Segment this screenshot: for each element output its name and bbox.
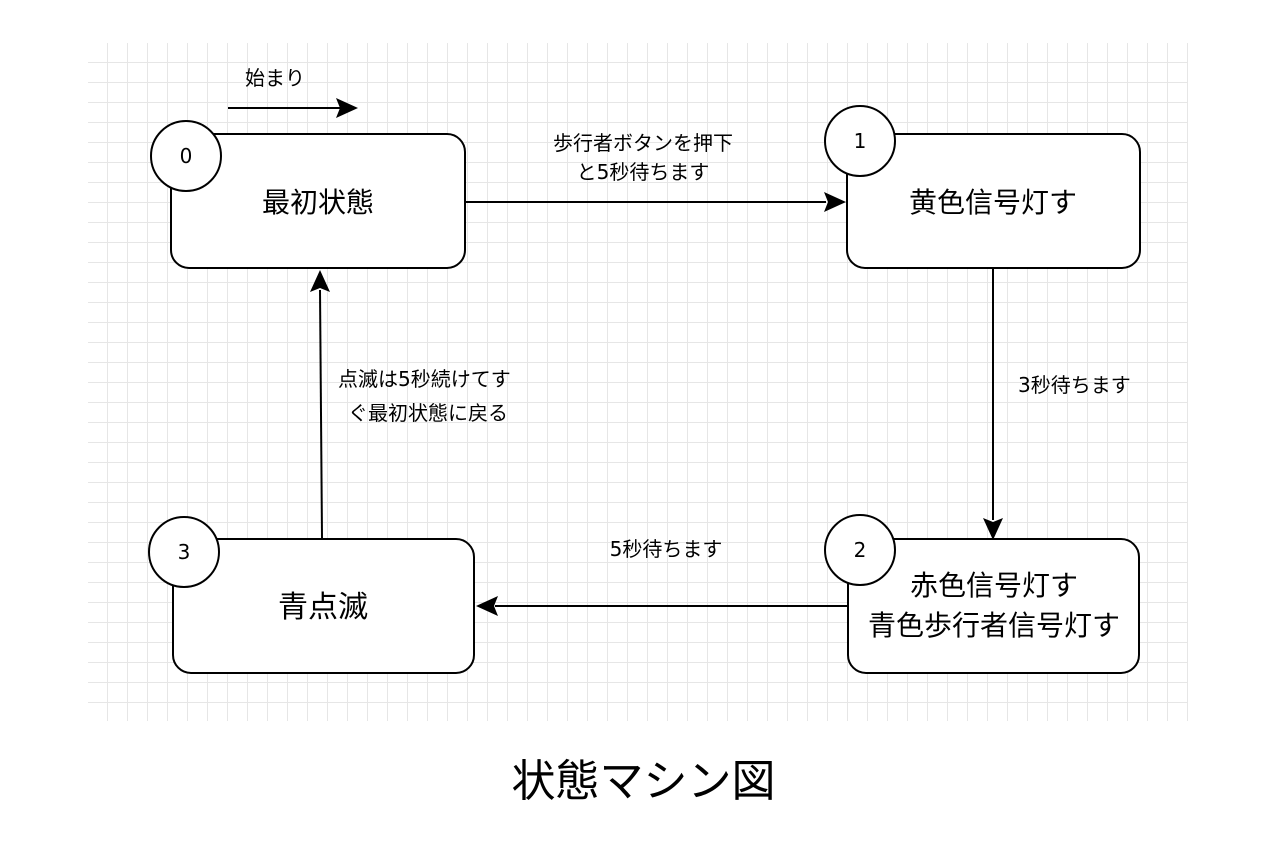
edge-3-to-0-label-line-1: 点滅は5秒続けてす	[338, 367, 511, 391]
state-3-label: 青点滅	[278, 590, 368, 625]
edge-1-to-2-arrowhead	[983, 518, 1003, 540]
state-3-box	[172, 538, 475, 674]
edge-2-to-3-label: 5秒待ちます	[610, 537, 723, 561]
state-0-badge	[150, 120, 222, 192]
edge-2-to-3-arrowhead	[476, 596, 498, 616]
edge-3-to-0	[319, 289, 323, 539]
state-1-badge	[824, 105, 896, 177]
state-node-0: 最初状態 0	[150, 120, 466, 269]
start-label: 始まり	[245, 66, 305, 90]
state-2-label-line-1: 赤色信号灯す	[910, 569, 1078, 602]
state-node-1: 黄色信号灯す 1	[824, 105, 1141, 269]
state-0-badge-number: 0	[180, 144, 193, 168]
state-1-badge-number: 1	[854, 129, 867, 153]
state-node-2: 赤色信号灯す 青色歩行者信号灯す 2	[824, 514, 1140, 674]
state-3-badge	[148, 516, 220, 588]
state-node-3: 青点滅 3	[148, 516, 475, 674]
state-3-badge-number: 3	[178, 540, 191, 564]
state-2-box	[847, 538, 1140, 674]
edge-3-to-0-arrowhead	[310, 270, 330, 292]
edge-0-to-1-label-line-1: 歩行者ボタンを押下	[553, 131, 733, 155]
state-2-badge	[824, 514, 896, 586]
state-2-badge-number: 2	[854, 538, 867, 562]
state-1-box	[846, 133, 1141, 269]
state-0-label: 最初状態	[262, 186, 374, 219]
edge-0-to-1-label-line-2: と5秒待ちます	[577, 160, 710, 184]
state-1-label: 黄色信号灯す	[909, 186, 1077, 219]
state-2-label-line-2: 青色歩行者信号灯す	[868, 609, 1120, 642]
edge-1-to-2-label: 3秒待ちます	[1018, 373, 1131, 397]
start-arrowhead	[336, 98, 358, 118]
edge-3-to-0-label-line-2: ぐ最初状態に戻る	[348, 401, 508, 425]
state-0-box	[170, 133, 466, 269]
diagram-caption: 状態マシン図	[511, 756, 776, 807]
edge-0-to-1-arrowhead	[824, 192, 846, 212]
